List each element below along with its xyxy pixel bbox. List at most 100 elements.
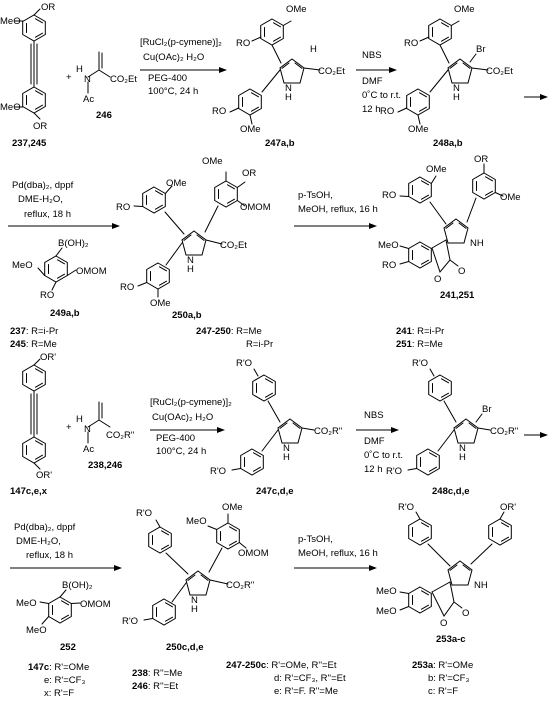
row4-p3-ro2: R'O [122,616,138,627]
row2-step4-arrow [294,223,377,229]
row1-dehydro-h: H [76,64,83,75]
row4-p4-meo2: MeO [376,606,397,617]
row2-legend-left-2: 245: R=Me [10,339,57,350]
row1-step2-conditions: NBS DMF 0˚C to r.t. 12 h [362,50,401,115]
row3-dehydro-label: 238,246 [88,460,122,471]
row4-legend-247-3: e: R'=F. R''=Me [274,686,338,697]
row2-boronic-ro: RO [40,290,54,301]
row1-p2-nh-h: H [453,92,460,103]
row1-p2-br: Br [476,44,486,55]
row3-p2-ester: CO₂R'' [490,426,519,437]
row1-sm-or-bot: OR [33,121,47,132]
row3-sm-or-top: OR' [40,352,56,363]
row3-dehydroamino-ester: N H Ac CO₂R'' 238,246 [76,401,135,471]
row2-boronic-omom: OMOM [76,266,107,277]
row3-p2-label: 248c,d,e [432,486,470,497]
row2-legend-mid: 247-250: R=Me R=i-Pr [196,326,273,350]
row3-step1-conditions: [RuCl₂(p-cymene)]₂ Cu(OAc)₂ H₂O PEG-400 … [150,397,232,457]
row1-sm-or-top: OR [41,2,55,13]
row3-dehydro-h: H [76,414,83,425]
row4-step3-arrow [10,565,122,571]
row1-sm-meo-top: MeO [0,16,21,27]
row4-p3-label: 250c,d,e [166,642,204,653]
row3-p1-n: N [283,443,290,454]
row4-p4-o: O [440,618,447,629]
row1-dehydroamino-ester: N H Ac CO₂Et 246 [76,51,137,121]
row1-bromopyrrole-248ab: OMe RO Br CO₂Et N H RO OMe 248a,b [380,4,513,149]
row3-step2-conditions: NBS DMF 0˚C to r.t. 12 h [364,410,403,475]
row2-legend-mid-2: R=i-Pr [246,339,273,350]
row4-boronic-label: 252 [60,642,76,653]
row2-step3-conditions: Pd(dba)₂, dppf DME-H₂O, reflux, 18 h [12,180,74,220]
row4-step3-cond-1: Pd(dba)₂, dppf [14,522,76,533]
row1-dehydro-n: N [84,74,91,85]
row1-step1-cond-1: [RuCl₂(p-cymene)]₂ [140,37,222,48]
row1-step2-cond-3: 0˚C to r.t. [362,90,401,101]
row4-step4-cond-1: p-TsOH, [298,534,333,545]
row2-p4-ro2: RO [382,260,396,271]
row2-p3-omom: OMOM [240,202,271,213]
row2-chromenopyrrole-241-251: OMe RO OR OMe MeO RO NH O O 241,251 [378,154,521,301]
row2-p3-n: N [187,255,194,266]
row3-step1-cond-1: [RuCl₂(p-cymene)]₂ [150,397,232,408]
row4-p3-omom: OMOM [238,548,269,559]
row4-p4-co: O [462,608,469,619]
row4-legend-147-2: e: R'=CF₃ [44,675,85,686]
row2-legend-right-2: 251: R=Me [396,339,443,350]
row4-step4-cond-2: MeOH, reflux, 16 h [298,548,378,559]
row1-p2-label: 248a,b [433,138,463,149]
row2-p4-o: O [434,274,441,285]
row4-legend-147-3: x: R'=F [44,688,74,699]
row3-p1-ro2: R'O [210,466,226,477]
row1-sm-label: 237,245 [12,138,47,149]
row2-step3-cond-2: DME-H₂O, [18,194,63,205]
row4-legend-238: 238: R''=Me 246: R''=Et [132,668,182,692]
row3-step2-arrow [356,427,399,433]
row3-p2-h: H [459,452,466,463]
row1-p1-h: H [310,44,317,55]
row4-legend-247-2: d: R'=CF₃, R''=Et [274,673,346,684]
row1-p2-ester: CO₂Et [486,66,513,77]
row2-p3-ome-b: OMe [166,178,187,189]
row2-legend-right-1: 241: R=i-Pr [396,326,444,337]
row3-p2-ro: R'O [412,358,428,369]
row4-boronic-boh2: B(OH)₂ [62,580,93,591]
row4-p4-label: 253a-c [436,634,466,645]
row3-step2-cond-1: NBS [364,410,384,421]
row3-p1-label: 247c,d,e [256,486,294,497]
row2-p4-ome: OMe [426,164,447,175]
row2-step3-cond-3: reflux, 18 h [24,209,71,220]
row1-continue-arrow [524,94,548,100]
row3-step2-cond-3: 0˚C to r.t. [364,450,403,461]
row1-dehydro-ac: Ac [83,94,94,105]
row4-legend-253-3: c: R'=F [428,686,458,697]
row2-step4-cond-2: MeOH, reflux, 16 h [298,204,378,215]
row3-dehydro-ester: CO₂R'' [106,430,135,441]
row1-p1-ro: RO [236,38,250,49]
row2-p3-or-a: OR [242,168,256,179]
row1-p2-ome: OMe [454,4,475,15]
row4-p3-h: H [191,604,198,615]
row4-p3-meo: MeO [186,516,207,527]
row2-p4-or: OR [474,154,488,165]
row1-plus: + [66,72,72,83]
row2-p3-ro: RO [116,202,130,213]
row1-p1-label: 247a,b [265,138,295,149]
row3-alkyne: OR' OR' 147c,e,x [10,352,56,497]
row3-step1-cond-2: Cu(OAc)₂ H₂O [152,412,213,423]
row1-step1-arrow [140,67,227,73]
row1-step2-arrow [356,67,397,73]
row3-step2-cond-2: DMF [364,436,385,447]
row1-p1-ester: CO₂Et [318,66,345,77]
row2-p4-label: 241,251 [440,290,475,301]
row4-p3-ro: R'O [136,508,152,519]
row3-p1-ester: CO₂R'' [314,426,343,437]
row4-legend-253-2: b: R'=CF₃ [428,673,469,684]
row2-tetraaryl-pyrrole-250ab: OMe OR RO OMe OMOM CO₂Et N H RO OMe 250a… [116,156,271,321]
row3-p2-br: Br [482,404,492,415]
row1-step1-conditions: [RuCl₂(p-cymene)]₂ Cu(OAc)₂ H₂O PEG-400 … [140,37,222,97]
row1-p1-ome2: OMe [240,124,261,135]
row2-legend-mid-1: 247-250: R=Me [196,326,262,337]
row1-p1-ome: OMe [286,4,307,15]
